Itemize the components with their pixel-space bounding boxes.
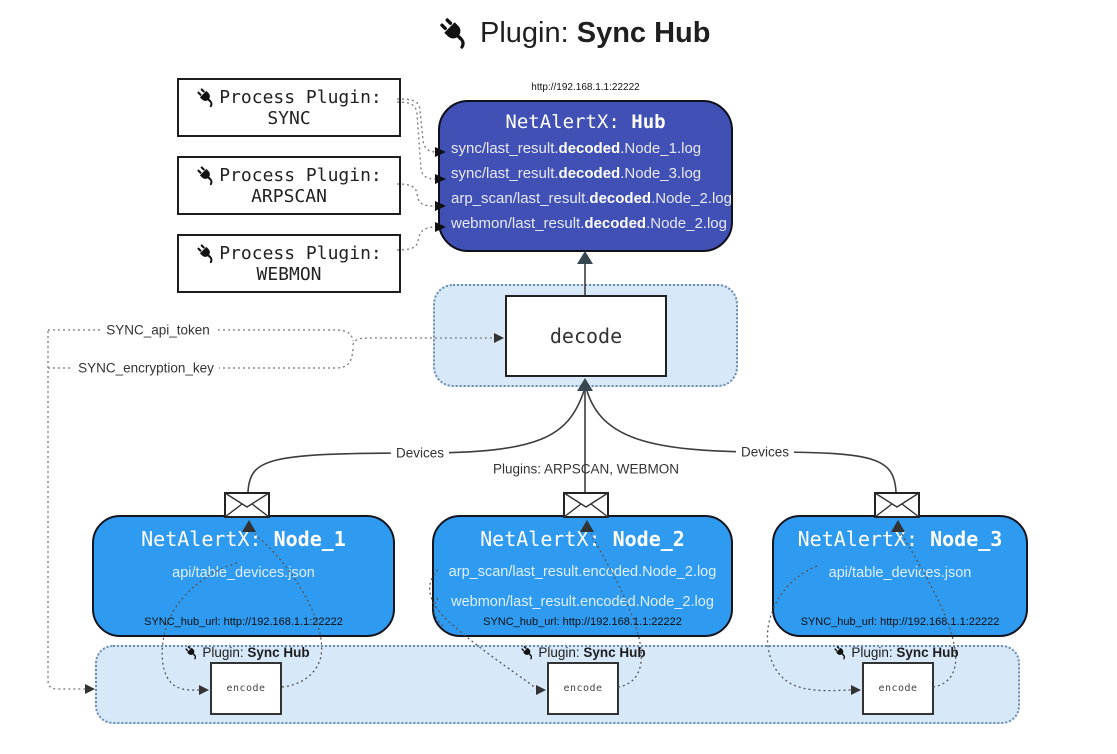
node-file-list: api/table_devices.json [94,565,393,581]
sync-encryption-key-label: SYNC_encryption_key [73,360,219,376]
plug-icon [197,165,213,185]
hub-log-line: sync/last_result.decoded.Node_1.log [451,140,702,157]
hub-log-line: webmon/last_result.decoded.Node_2.log [451,215,727,232]
hub-in-arrowhead [577,251,593,264]
node-file: api/table_devices.json [828,565,972,581]
plugin-to-hub-connectors [396,98,437,251]
plug-icon [521,645,533,660]
node-to-decode-curves [247,390,897,493]
node-hub-url: SYNC_hub_url: http://192.168.1.1:22222 [800,616,1000,628]
hub-log-list: sync/last_result.decoded.Node_1.log sync… [440,136,732,236]
node-box-node-3: NetAlertX: Node_3 api/table_devices.json… [772,515,1028,637]
node-file-list: arp_scan/last_result.encoded.Node_2.log … [434,557,731,617]
encode-plugin-label: Plugin: Sync Hub [184,645,310,660]
sync-api-token-label: SYNC_api_token [101,322,215,338]
node-title: NetAlertX: Node_1 [141,527,346,551]
page-title: Plugin: Sync Hub [438,16,738,50]
node-box-node-1: NetAlertX: Node_1 api/table_devices.json… [92,515,395,637]
process-plugin-label: Process Plugin: [219,164,382,186]
decode-label: decode [549,324,623,348]
encode-label: encode [878,683,918,694]
devices-edge-label-left: Devices [390,445,450,461]
process-plugin-name: SYNC [267,107,311,129]
envelope-icon [874,492,920,518]
node-title: NetAlertX: Node_2 [480,527,685,551]
process-plugin-label: Process Plugin: [219,86,382,108]
hub-title: NetAlertX: Hub [505,111,666,133]
node-title: NetAlertX: Node_3 [797,527,1003,551]
secrets-arrowheads [85,333,504,694]
node-box-node-2: NetAlertX: Node_2 arp_scan/last_result.e… [432,515,733,637]
title-name: Sync Hub [576,16,711,49]
hub-box: NetAlertX: Hub sync/last_result.decoded.… [438,100,733,252]
plug-icon [197,87,213,107]
encode-label: encode [226,683,266,694]
process-plugin-name: WEBMON [256,263,322,285]
plug-icon [185,645,197,660]
encode-plugin-label: Plugin: Sync Hub [833,645,959,660]
process-plugin-box-arpscan: Process Plugin: ARPSCAN [177,156,401,215]
node-file-list: api/table_devices.json [774,565,1026,581]
node-hub-url: SYNC_hub_url: http://192.168.1.1:22222 [483,616,682,628]
devices-edge-label-right: Devices [735,444,795,460]
encode-box: encode [547,662,619,715]
node-file: webmon/last_result.encoded.Node_2.log [451,594,714,610]
encode-label: encode [563,683,603,694]
title-prefix: Plugin: [480,16,577,49]
node-file: arp_scan/last_result.encoded.Node_2.log [448,564,717,580]
plugins-edge-label: Plugins: ARPSCAN, WEBMON [492,461,680,477]
encode-box: encode [862,662,934,715]
page-title-text: Plugin: Sync Hub [480,17,710,50]
envelope-icon [224,492,270,518]
plug-icon [834,645,846,660]
hub-log-line: arp_scan/last_result.decoded.Node_2.log [451,190,732,207]
plug-icon [440,18,465,49]
encode-plugin-label: Plugin: Sync Hub [520,645,646,660]
process-plugin-label: Process Plugin: [219,242,382,264]
plug-icon [197,243,213,263]
hub-url-label: http://192.168.1.1:22222 [531,82,640,93]
process-plugin-box-sync: Process Plugin: SYNC [177,78,401,137]
node-hub-url: SYNC_hub_url: http://192.168.1.1:22222 [144,616,343,628]
encode-box: encode [210,662,282,715]
node-file: api/table_devices.json [172,565,315,581]
decode-box: decode [505,295,667,377]
process-plugin-name: ARPSCAN [251,185,327,207]
process-plugin-box-webmon: Process Plugin: WEBMON [177,234,401,293]
hub-log-line: sync/last_result.decoded.Node_3.log [451,165,702,182]
envelope-icon [563,492,609,518]
